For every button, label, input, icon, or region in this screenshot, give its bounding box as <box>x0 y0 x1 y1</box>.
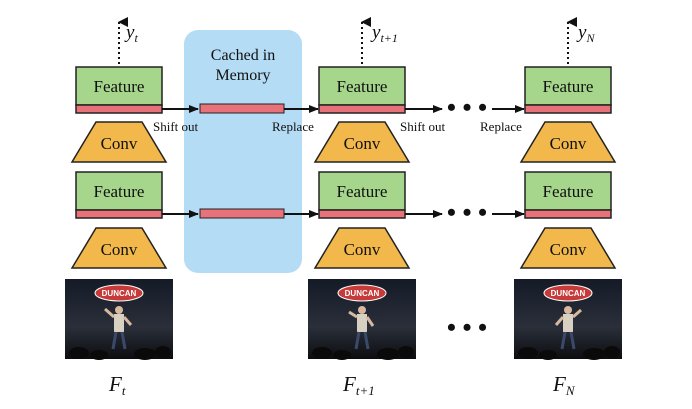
svg-text:DUNCAN: DUNCAN <box>551 289 586 298</box>
svg-text:DUNCAN: DUNCAN <box>102 289 137 298</box>
replace-label-1: Replace <box>272 119 314 134</box>
feature-strip-top-t <box>75 104 163 114</box>
conv-block-top-n <box>519 121 617 163</box>
frame-image-t-plus-1: DUNCAN <box>308 279 416 360</box>
feature-strip-bottom-t-plus-1 <box>318 209 406 219</box>
feature-block-top-t <box>75 66 163 106</box>
svg-text:DUNCAN: DUNCAN <box>345 289 380 298</box>
feature-strip-top-n <box>524 104 612 114</box>
feature-block-top-n <box>524 66 612 106</box>
cached-strip-top <box>199 103 285 114</box>
ellipsis-bottom: • • • <box>447 198 487 227</box>
column-n: yN Feature Conv Feature Conv DUNCAN FN <box>514 17 622 398</box>
ellipsis-frames: • • • <box>447 313 487 342</box>
feature-strip-bottom-t <box>75 209 163 219</box>
feature-strip-top-t-plus-1 <box>318 104 406 114</box>
ellipsis-top: • • • <box>447 93 487 122</box>
conv-label-top-n: Conv <box>550 134 587 153</box>
feature-label-top-t: Feature <box>94 77 145 96</box>
conv-block-bottom-t <box>70 227 168 269</box>
feature-strip-bottom-n <box>524 209 612 219</box>
frame-label-t-plus-1: Ft+1 <box>342 372 375 398</box>
conv-label-bottom-t-plus-1: Conv <box>344 240 381 259</box>
replace-label-2: Replace <box>480 119 522 134</box>
conv-block-top-t <box>70 121 168 163</box>
conv-label-bottom-t: Conv <box>101 240 138 259</box>
cached-strip-bottom <box>199 208 285 219</box>
conv-label-top-t-plus-1: Conv <box>344 134 381 153</box>
column-t: yt Feature Conv Feature Conv DUNCAN <box>65 17 173 398</box>
memory-label-line1: Cached in <box>211 47 275 64</box>
column-t-plus-1: yt+1 Feature Conv Feature Conv DUNCAN Ft… <box>308 17 416 398</box>
feature-label-bottom-t-plus-1: Feature <box>337 182 388 201</box>
feature-label-top-t-plus-1: Feature <box>337 77 388 96</box>
output-label-n: yN <box>576 22 595 45</box>
feature-label-bottom-n: Feature <box>543 182 594 201</box>
frame-label-t: Ft <box>108 372 126 398</box>
shift-out-label-2: Shift out <box>400 119 446 134</box>
conv-block-bottom-t-plus-1 <box>313 227 411 269</box>
output-label-t: yt <box>124 22 138 45</box>
feature-label-top-n: Feature <box>543 77 594 96</box>
feature-block-bottom-n <box>524 171 612 211</box>
conv-block-top-t-plus-1 <box>313 121 411 163</box>
feature-block-top-t-plus-1 <box>318 66 406 106</box>
output-label-t-plus-1: yt+1 <box>370 22 398 45</box>
conv-label-bottom-n: Conv <box>550 240 587 259</box>
conv-label-top-t: Conv <box>101 134 138 153</box>
shift-out-label-1: Shift out <box>153 119 199 134</box>
frame-image-t: DUNCAN <box>65 279 173 360</box>
frame-label-n: FN <box>552 372 576 398</box>
conv-block-bottom-n <box>519 227 617 269</box>
frame-image-n: DUNCAN <box>514 279 622 360</box>
memory-label-line2: Memory <box>215 67 270 84</box>
feature-label-bottom-t: Feature <box>94 182 145 201</box>
